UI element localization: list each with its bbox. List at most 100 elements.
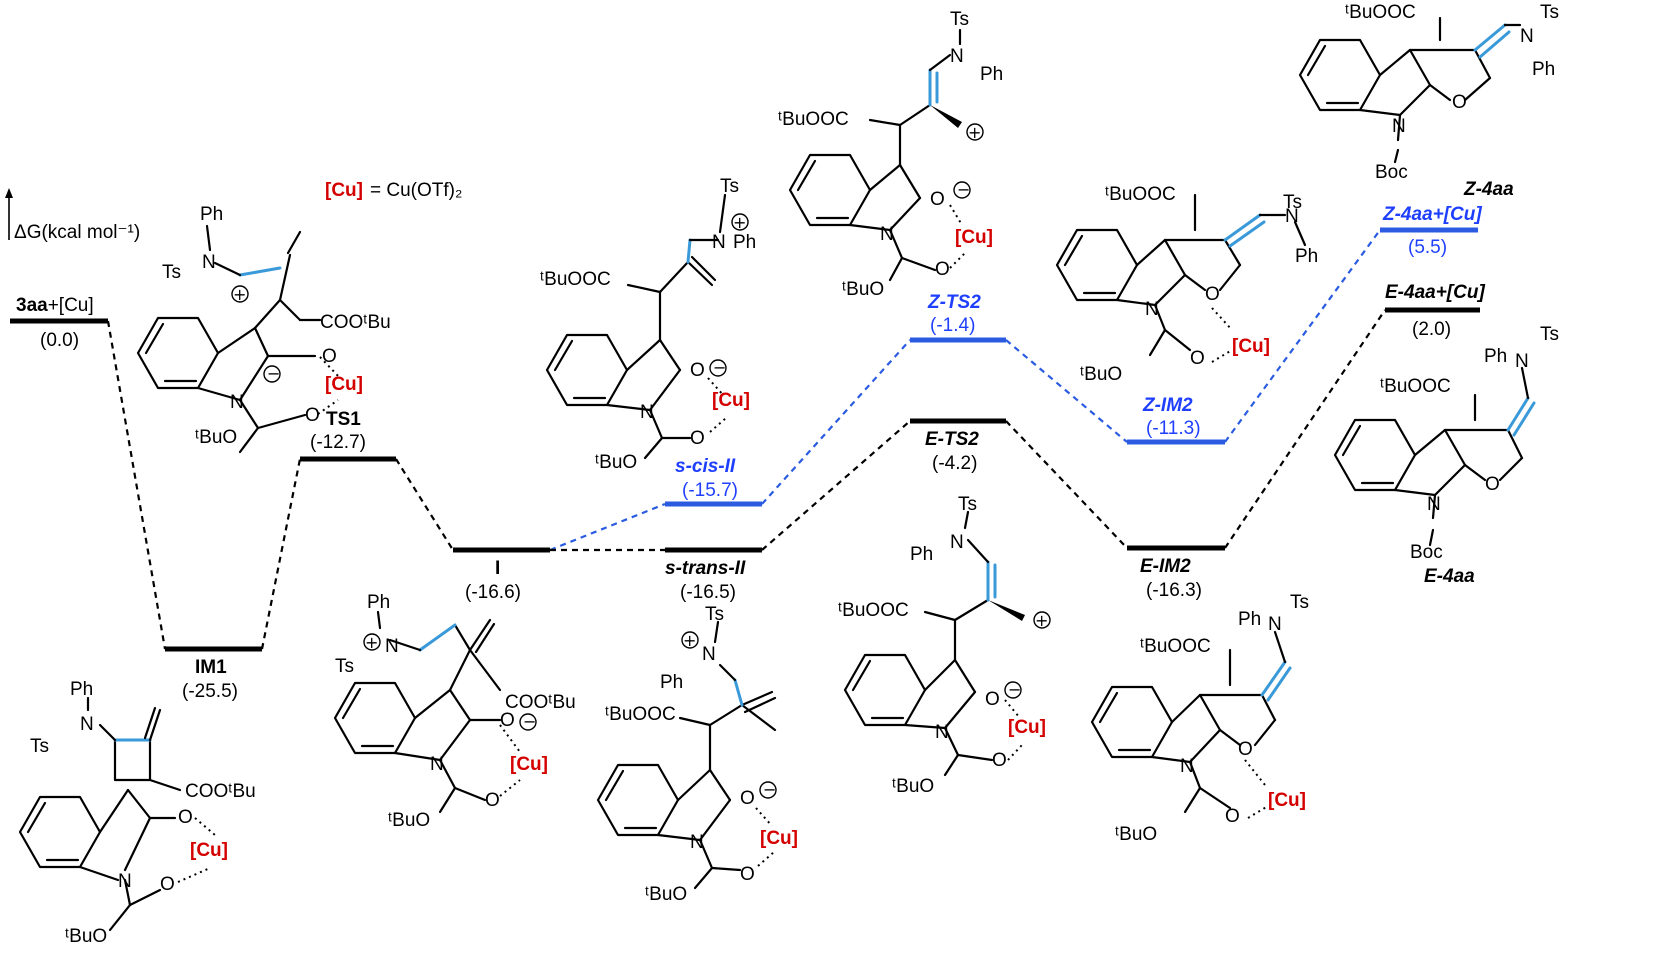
atom-O: O: [305, 405, 320, 426]
atom-Ph: Ph: [1484, 346, 1507, 367]
y-axis: ΔG(kcal mol⁻¹): [5, 188, 140, 243]
label-ZIM2: Z-IM2: [1142, 395, 1193, 416]
atom-N: N: [80, 714, 94, 735]
atom-O: O: [160, 874, 175, 895]
atom-Cu: [Cu]: [955, 227, 993, 248]
energy-IM1: (-25.5): [182, 681, 238, 702]
atom-Ph: Ph: [1238, 609, 1261, 630]
atom-Ph: Ph: [70, 679, 93, 700]
connectors: [106, 229, 1386, 650]
atom-Boc: Boc: [1410, 542, 1443, 563]
atom-COOtBu: COOᵗBu: [505, 692, 576, 713]
atom-COOtBu: COOᵗBu: [185, 781, 256, 802]
svg-text:+: +: [233, 285, 246, 304]
atom-Ts: Ts: [705, 604, 724, 625]
cu-legend-eq: = Cu(OTf)₂: [370, 180, 462, 201]
atom-O: O: [322, 346, 337, 367]
atom-Cu: [Cu]: [510, 754, 548, 775]
atom-Ts: Ts: [1540, 2, 1559, 23]
label-I: I: [495, 558, 500, 579]
atom-N: N: [1520, 26, 1534, 47]
atom-O: O: [1485, 474, 1500, 495]
structure-ETS2: Ts N Ph + ᵗBuOOC O − N O [Cu] ᵗBuO: [838, 494, 1051, 797]
structure-E4aa: Ph N Ts ᵗBuOOC O N Boc: [1333, 324, 1559, 563]
svg-text:−: −: [713, 358, 726, 377]
atom-N: N: [1515, 351, 1529, 372]
energy-ETS2: (-4.2): [932, 453, 977, 474]
atom-O: O: [935, 259, 950, 280]
svg-text:+: +: [683, 631, 696, 650]
structure-strans: Ts + N Ph ᵗBuOOC O − N O [Cu] ᵗBuO: [596, 604, 798, 905]
atom-N: N: [950, 46, 964, 67]
atom-tBuOOC: ᵗBuOOC: [540, 269, 611, 290]
atom-N: N: [950, 532, 964, 553]
atom-O: O: [985, 689, 1000, 710]
atom-Ph: Ph: [660, 672, 683, 693]
atom-N: N: [1427, 494, 1441, 515]
label-E4aa: E-4aa: [1424, 566, 1475, 587]
atom-Cu: [Cu]: [760, 828, 798, 849]
svg-text:+: +: [968, 123, 981, 142]
atom-Boc: Boc: [1375, 162, 1408, 183]
atom-O: O: [1452, 92, 1467, 113]
label-IM1: IM1: [195, 657, 227, 678]
structure-ZIM2: Ts N Ph ᵗBuOOC O N O [Cu] ᵗBuO: [1055, 184, 1318, 385]
svg-text:−: −: [763, 780, 776, 799]
atom-Ph: Ph: [367, 592, 390, 613]
energy-3aa: (0.0): [40, 330, 79, 351]
structure-EIM2: Ph N Ts ᵗBuOOC O N O [Cu] ᵗBuO: [1090, 592, 1309, 845]
atom-Cu: [Cu]: [190, 840, 228, 861]
atom-Cu: [Cu]: [712, 390, 750, 411]
energy-levels: [10, 227, 1480, 652]
cu-legend-abbr: [Cu]: [325, 180, 363, 201]
atom-Cu: [Cu]: [1232, 336, 1270, 357]
label-ZTS2: Z-TS2: [927, 292, 981, 313]
state-labels: 3aa+[Cu] (0.0) IM1 (-25.5) TS1 (-12.7) I…: [16, 179, 1514, 702]
atom-O: O: [740, 788, 755, 809]
atom-tBuO: ᵗBuO: [65, 926, 107, 947]
atom-O: O: [1238, 739, 1253, 760]
atom-tBuOOC: ᵗBuOOC: [1345, 2, 1416, 23]
atom-N: N: [1268, 614, 1282, 635]
atom-O: O: [690, 360, 705, 381]
atom-tBuO: ᵗBuO: [595, 452, 637, 473]
axis-label: ΔG(kcal mol⁻¹): [14, 222, 140, 243]
label-Z4aa: Z-4aa: [1463, 179, 1514, 200]
atom-N: N: [430, 754, 444, 775]
label-TS1: TS1: [326, 409, 361, 430]
atom-N: N: [202, 252, 216, 273]
atom-tBuO: ᵗBuO: [892, 776, 934, 797]
atom-O: O: [930, 189, 945, 210]
label-3aa: 3aa+[Cu]: [16, 295, 94, 316]
atom-Ph: Ph: [733, 232, 756, 253]
atom-Ph: Ph: [1532, 59, 1555, 80]
energy-ZTS2: (-1.4): [930, 315, 975, 336]
atom-Ts: Ts: [1540, 324, 1559, 345]
atom-tBuO: ᵗBuO: [645, 884, 687, 905]
atom-O: O: [992, 750, 1007, 771]
structure-ZTS2: Ts N Ph + ᵗBuOOC O − N O [Cu] ᵗBuO: [778, 9, 1003, 300]
svg-text:−: −: [523, 712, 536, 731]
atom-Ts: Ts: [1290, 592, 1309, 613]
atom-Ts: Ts: [335, 656, 354, 677]
atom-tBuOOC: ᵗBuOOC: [1105, 184, 1176, 205]
atom-N: N: [935, 722, 949, 743]
atom-O: O: [485, 790, 500, 811]
atom-N: N: [640, 402, 654, 423]
structure-TS1: Ph N Ts + − COOᵗBu O N O [Cu] ᵗBuO: [136, 204, 391, 454]
atom-N: N: [230, 392, 244, 413]
atom-tBuOOC: ᵗBuOOC: [1380, 376, 1451, 397]
energy-EIM2: (-16.3): [1146, 580, 1202, 601]
atom-O: O: [1225, 806, 1240, 827]
energy-E4aaCu: (2.0): [1412, 319, 1451, 340]
label-EIM2: E-IM2: [1140, 556, 1191, 577]
atom-O: O: [1205, 284, 1220, 305]
atom-N: N: [1180, 756, 1194, 777]
atom-Ts: Ts: [162, 262, 181, 283]
energy-Z4aaCu: (5.5): [1408, 237, 1447, 258]
svg-text:+: +: [1035, 611, 1048, 630]
label-strans: s-trans-II: [665, 558, 746, 579]
atom-N: N: [702, 644, 716, 665]
atom-Ph: Ph: [1295, 246, 1318, 267]
